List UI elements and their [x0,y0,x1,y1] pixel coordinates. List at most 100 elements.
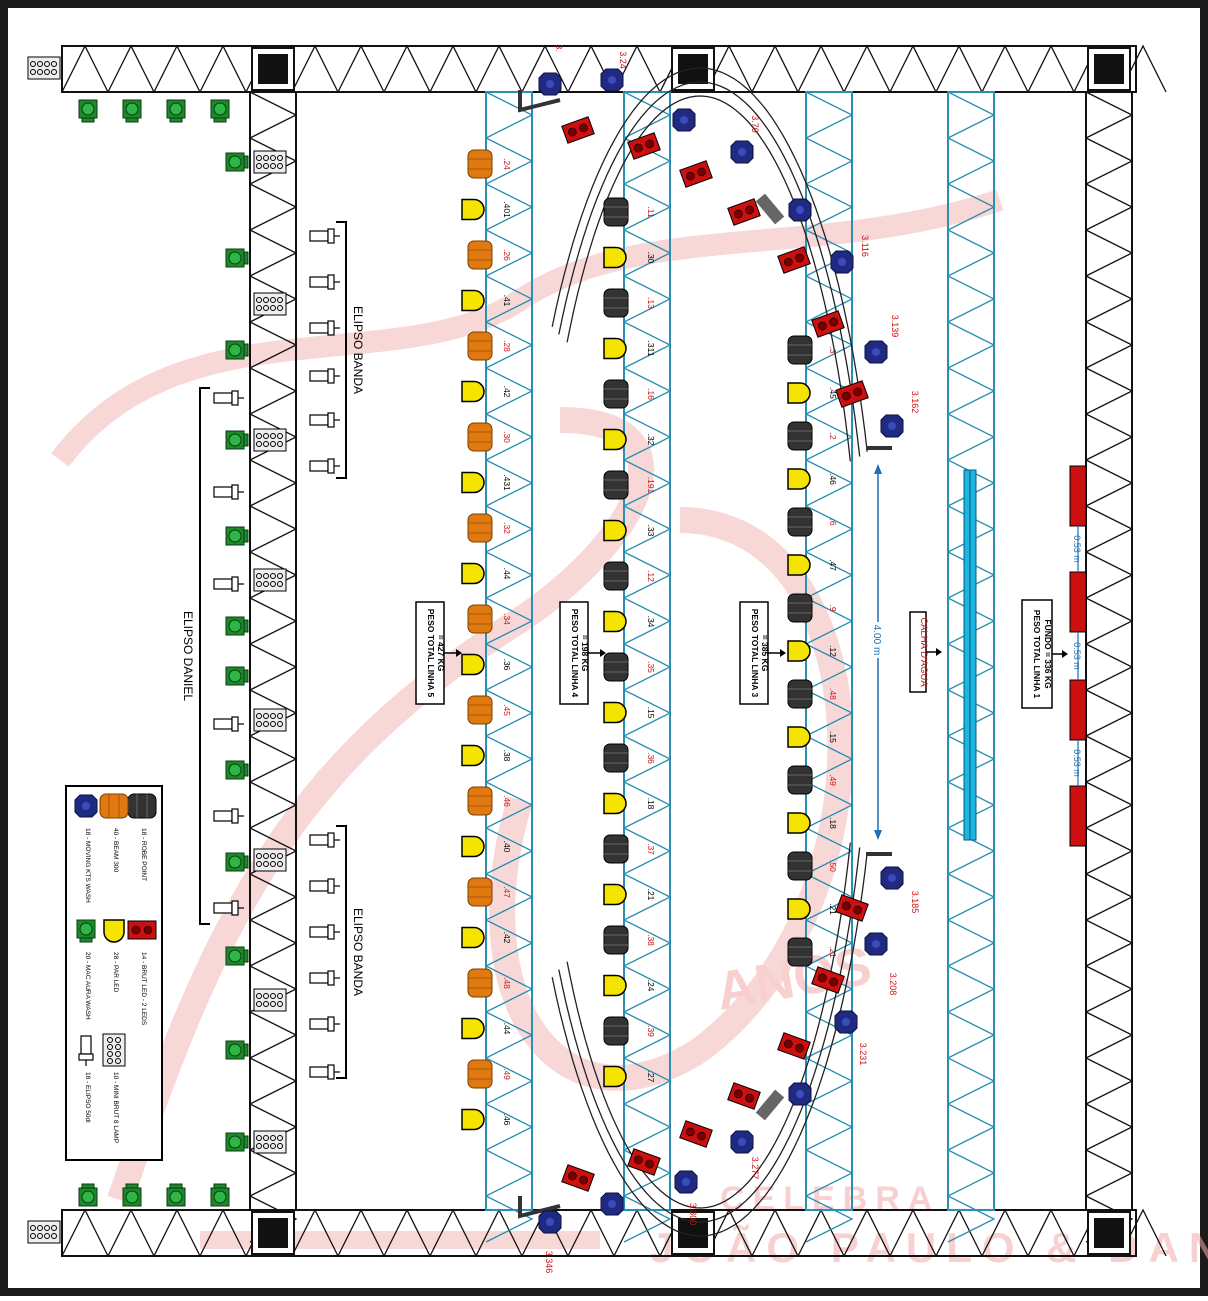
svg-text:PESO TOTAL LINHA 4: PESO TOTAL LINHA 4 [570,609,580,698]
par-led-icon [787,726,811,748]
line5-fixture-label: .46 [502,1114,512,1126]
moving-wash-icon [674,1170,698,1194]
line4-fixture-label: .37 [646,843,656,855]
arc-label: 3. [554,44,564,52]
par-led-icon [461,744,485,767]
line5-fixture-label: .42 [502,386,512,398]
beam-icon [467,604,493,634]
moving-wash-icon [538,1210,562,1234]
beam-icon [99,793,129,819]
line4-fixture-label: .30 [646,252,656,264]
beam-icon [467,149,493,179]
par-led-icon [461,471,485,494]
elipso-icon [309,1016,341,1032]
par-led-icon [461,198,485,221]
beam-icon [467,695,493,725]
line3-fixture-label: .15 [828,731,838,743]
line5-fixture-label: .38 [502,750,512,762]
svg-text:PESO TOTAL LINHA 1: PESO TOTAL LINHA 1 [1032,610,1042,699]
line5-fixture-label: .46 [502,795,512,807]
par-led-icon [603,1065,627,1088]
elipso-icon [309,228,341,244]
arc-label: 3.24 [618,51,628,69]
robe-point-icon [787,593,813,623]
svg-text:= 198 KG: = 198 KG [580,635,590,672]
line5-fixture-label: .40 [502,841,512,853]
robe-point-icon [603,470,629,500]
robe-point-icon [787,335,813,365]
brut-led-icon [627,1148,661,1176]
beam-icon [467,240,493,270]
robe-point-icon [787,421,813,451]
robe-point-icon [603,561,629,591]
svg-text:PESO TOTAL LINHA 5: PESO TOTAL LINHA 5 [426,609,436,698]
par-led-icon [461,1108,485,1131]
arc-label: 3.116 [860,235,870,257]
line4-fixture-label: .15 [646,707,656,719]
par-led-icon [603,792,627,815]
line4-fixture-label: .33 [646,525,656,537]
mac-aura-icon [122,99,142,123]
robe-point-icon [603,925,629,955]
par-led-icon [103,919,125,943]
moving-wash-icon [834,1010,858,1034]
brut-led-icon [561,1164,595,1192]
mac-aura-icon [225,340,249,360]
elipso-icon [309,970,341,986]
robe-point-icon [127,793,157,819]
line4-fixture-label: .24 [646,980,656,992]
line4-fixture-label: .34 [646,616,656,628]
line4-fixture-label: .18 [646,798,656,810]
line5-fixture-label: .44 [502,568,512,580]
line5-fixture-label: .41 [502,295,512,307]
par-led-icon [787,554,811,576]
par-led-icon [787,812,811,834]
truss-linha-2 [947,91,996,1243]
mac-aura-icon [225,248,249,268]
line4-fixture-label: .38 [646,934,656,946]
svg-text:= 385 KG: = 385 KG [760,635,770,672]
line5-fixture-label: .48 [502,977,512,989]
par-led-icon [461,1017,485,1040]
elipso-icon [309,274,341,290]
par-led-icon [603,519,627,542]
truss-linha-1 [1085,91,1134,1243]
robe-point-icon [603,652,629,682]
mac-aura-icon [225,526,249,546]
truss-linha-5 [485,91,534,1243]
line5-fixture-label: .32 [502,522,512,534]
arc-label: 3.300 [688,1203,698,1226]
line3-fixture-label: .9 [828,604,838,611]
svg-text:0.53 m: 0.53 m [1072,749,1082,777]
bottom-truss [61,1208,1167,1257]
watermark: ANOS CELEBRA JOÃO PAULO & DANIEL [51,189,1208,1271]
robe-point-icon [787,937,813,967]
truss-layer [61,44,1167,1257]
line5-fixture-label: .42 [502,932,512,944]
line4-fixture-label: .27 [646,1071,656,1083]
mac-aura-icon [122,1183,142,1207]
moving-wash-icon [830,250,854,274]
arc-label: 3.185 [910,891,920,914]
line5-fixture-label: .34 [502,613,512,625]
mac-aura-icon [166,99,186,123]
moving-wash-icon [788,1082,812,1106]
line5-fixture-label: .44 [502,1023,512,1035]
text-layer: .24.401.26.41.28.42.30.431.32.44.34.36.4… [502,44,920,1273]
arc-label: 3.277 [750,1157,760,1180]
beam-icon [467,331,493,361]
par-led-icon [603,610,627,633]
arc-label: 3.231 [858,1043,868,1066]
par-led-icon [461,926,485,949]
elipso-banda-bottom-label: ELIPSO BANDA [351,908,365,996]
beam-icon [467,968,493,998]
elipso-icon [213,808,245,824]
line3-fixture-label: .45 [828,387,838,399]
par-led-icon [603,701,627,724]
legend-item-label: 14 - BRUT LED - 2 LEDS [140,952,147,1026]
arc-label: 3.70 [750,115,760,133]
mac-aura-icon [76,919,96,943]
brut-led-icon [561,116,595,144]
robe-point-icon [603,834,629,864]
